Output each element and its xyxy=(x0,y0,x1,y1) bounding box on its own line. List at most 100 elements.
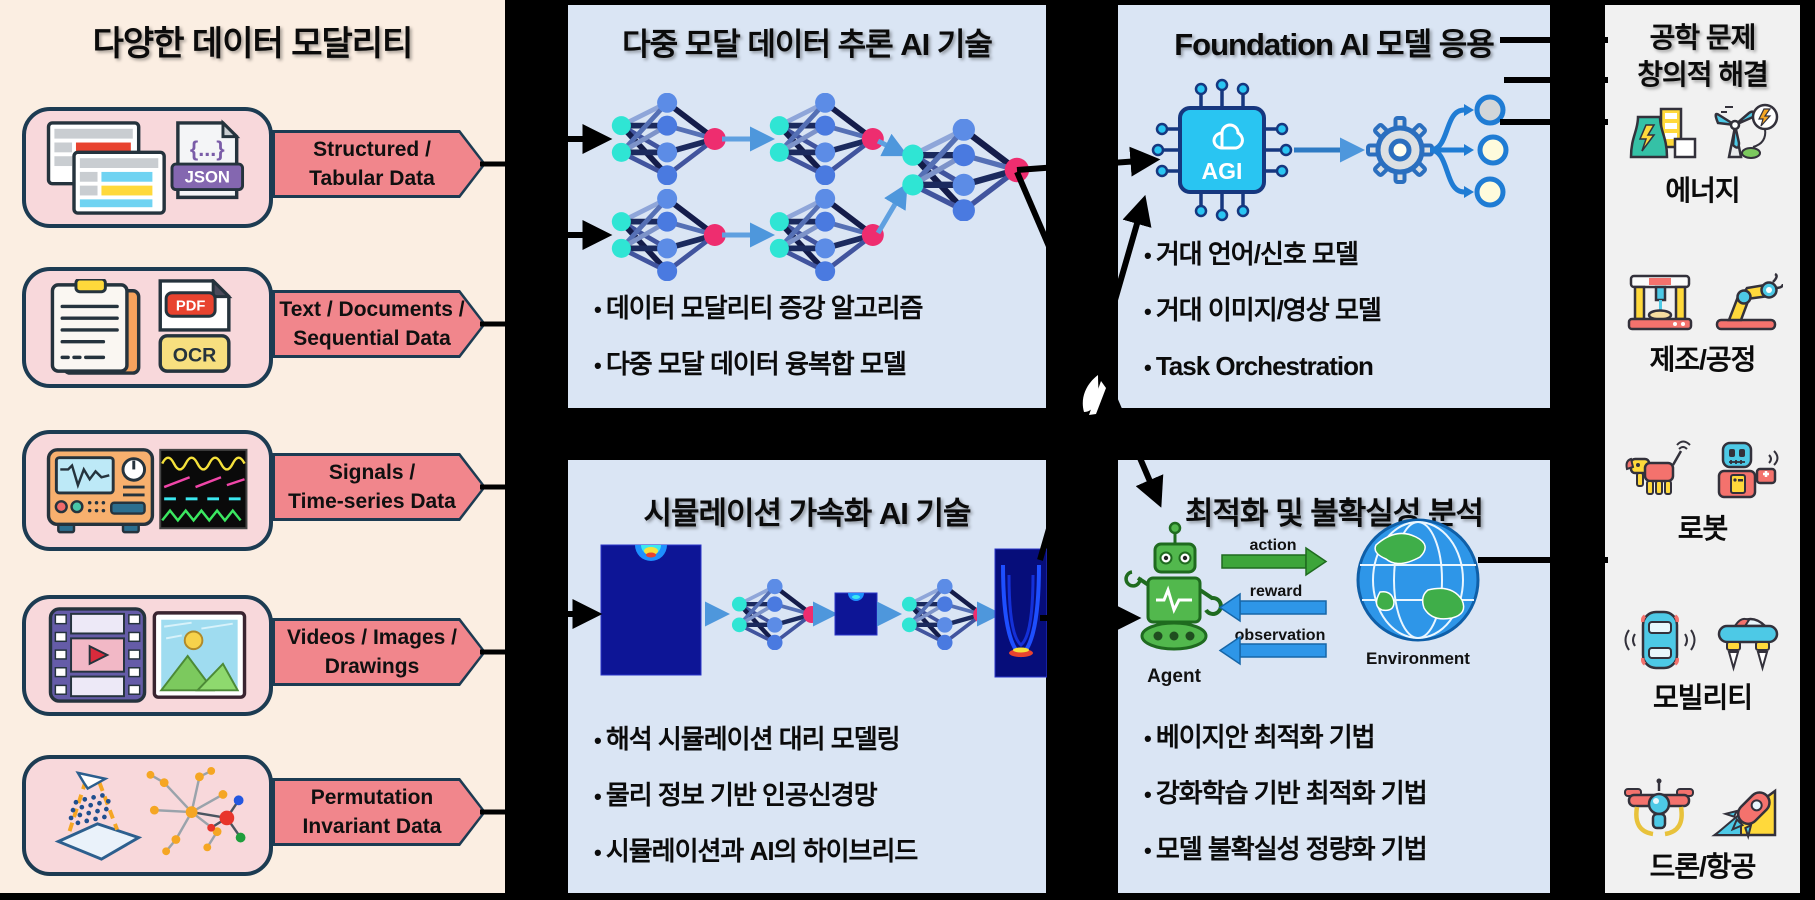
point-cloud-icon xyxy=(54,770,143,861)
action-arrow: action xyxy=(1221,537,1328,577)
category-manufacturing: 제조/공정 xyxy=(1605,270,1800,378)
category-label: 드론/항공 xyxy=(1649,851,1757,882)
car-sensor-icon xyxy=(1624,610,1695,670)
latent-field-image xyxy=(834,592,878,636)
wind-turbine-icon xyxy=(1714,103,1778,159)
rl-loop-diagram: Agent action reward observation xyxy=(1124,518,1480,687)
bullet-item: 다중 모달 데이터 융복합 모델 xyxy=(594,337,1038,393)
simulation-ai-panel: 시뮬레이션 가속화 AI 기술 xyxy=(568,460,1047,893)
drone-icons xyxy=(1623,778,1776,841)
category-label: 에너지 xyxy=(1665,175,1740,206)
svg-text:Environment: Environment xyxy=(1366,649,1470,668)
category-label: 제조/공정 xyxy=(1649,344,1757,375)
pdf-ocr-icon: PDF OCR xyxy=(158,278,233,373)
json-file-icon: {...} JSON xyxy=(170,118,245,199)
svg-text:action: action xyxy=(1249,537,1296,554)
permutation-iconbox xyxy=(22,755,273,876)
structured-data-icons: {...} JSON xyxy=(46,118,245,215)
simulation-flow-diagram xyxy=(600,544,1047,678)
foundation-diagram: AGI xyxy=(1151,78,1509,222)
permutation-icons xyxy=(54,766,246,861)
simulation-title: 시뮬레이션 가속화 AI 기술 xyxy=(643,496,971,531)
svg-text:{...}: {...} xyxy=(190,136,225,161)
bullet-item: 데이터 모달리티 증강 알고리즘 xyxy=(594,281,1038,337)
branch-icon xyxy=(1429,94,1509,208)
svg-text:JSON: JSON xyxy=(185,167,230,186)
drawing-icon xyxy=(152,610,247,699)
label-structured-tabular: Structured / Tabular Data xyxy=(272,130,486,198)
humanoid-robot-icon xyxy=(1717,441,1778,499)
data-modalities-title: 다양한 데이터 모달리티 xyxy=(92,25,414,63)
text-data-icons: PDF OCR xyxy=(50,278,233,375)
label-signals-timeseries: Signals / Time-series Data xyxy=(272,453,486,521)
power-plant-icon xyxy=(1629,107,1696,159)
engineering-applications-panel: 공학 문제 창의적 해결 xyxy=(1605,5,1800,893)
multimodal-title: 다중 모달 데이터 추론 AI 기술 xyxy=(622,27,993,62)
videos-iconbox xyxy=(22,595,273,716)
environment-globe-icon: Environment xyxy=(1356,518,1480,668)
optimization-panel: 최적화 및 불확실성 분석 Agent action xyxy=(1118,460,1550,893)
spreadsheet-icon xyxy=(46,120,166,215)
svg-text:reward: reward xyxy=(1250,583,1302,600)
simulation-field-image xyxy=(600,544,702,676)
multimodal-ai-panel: 다중 모달 데이터 추론 AI 기술 데이터 모달리티 증강 알고리즘 다중 모… xyxy=(568,5,1046,408)
agent-robot-icon: Agent xyxy=(1124,521,1223,687)
category-energy: 에너지 xyxy=(1605,101,1800,209)
cursor-glyph xyxy=(1082,375,1106,415)
signals-icons xyxy=(46,447,248,533)
bullet-item: Task Orchestration xyxy=(1144,339,1542,395)
bullet-item: 베이지안 최적화 기법 xyxy=(1144,710,1542,766)
text-data-iconbox: PDF OCR xyxy=(22,267,273,388)
robot-dog-icon xyxy=(1625,440,1691,495)
drone-icon xyxy=(1623,778,1694,837)
applications-title: 공학 문제 창의적 해결 xyxy=(1637,22,1769,90)
structured-data-iconbox: {...} JSON xyxy=(22,107,273,228)
bullet-item: 해석 시뮬레이션 대리 모델링 xyxy=(594,712,1038,768)
optimization-bullets: 베이지안 최적화 기법 강화학습 기반 최적화 기법 모델 불확실성 정량화 기… xyxy=(1144,710,1542,878)
label-permutation-invariant: Permutation Invariant Data xyxy=(272,778,486,846)
signals-iconbox xyxy=(22,430,273,551)
data-modalities-panel: 다양한 데이터 모달리티 xyxy=(0,0,505,893)
foundation-bullets: 거대 언어/신호 모델 거대 이미지/영상 모델 Task Orchestrat… xyxy=(1144,227,1542,395)
category-label: 로봇 xyxy=(1677,513,1729,544)
robot-arm-icon xyxy=(1715,272,1783,331)
videos-icons xyxy=(48,606,247,703)
robot-icons xyxy=(1625,440,1778,499)
multimodal-network-diagram xyxy=(580,77,1040,302)
bullet-item: 모델 불확실성 정량화 기법 xyxy=(1144,822,1542,878)
svg-text:AGI: AGI xyxy=(1202,158,1243,184)
modality-row-videos: Videos / Images / Drawings xyxy=(0,595,505,716)
bullet-item: 시뮬레이션과 AI의 하이브리드 xyxy=(594,824,1038,880)
category-robot: 로봇 xyxy=(1605,439,1800,547)
svg-text:Agent: Agent xyxy=(1147,666,1202,687)
modality-row-structured: {...} JSON Structured / Tabular Data xyxy=(0,107,505,228)
modality-row-signals: Signals / Time-series Data xyxy=(0,430,505,551)
foundation-title: Foundation AI 모델 응용 xyxy=(1174,27,1495,62)
bullet-item: 거대 이미지/영상 모델 xyxy=(1144,283,1542,339)
svg-text:observation: observation xyxy=(1235,627,1326,644)
printer-3d-icon xyxy=(1627,274,1692,331)
agi-chip-icon: AGI xyxy=(1151,78,1293,222)
modality-row-permutation: Permutation Invariant Data xyxy=(0,755,505,876)
bullet-item: 거대 언어/신호 모델 xyxy=(1144,227,1542,283)
foundation-ai-panel: Foundation AI 모델 응용 AGI xyxy=(1118,5,1550,408)
signal-screen-icon xyxy=(159,448,248,529)
modality-row-text: PDF OCR Text / Documents / Sequential Da… xyxy=(0,267,505,388)
application-categories: 에너지 xyxy=(1605,101,1800,891)
graph-network-icon xyxy=(146,766,246,855)
label-text-documents: Text / Documents / Sequential Data xyxy=(272,290,486,358)
simulation-result-image xyxy=(994,548,1047,678)
category-label: 모빌리티 xyxy=(1652,682,1753,713)
simulation-bullets: 해석 시뮬레이션 대리 모델링 물리 정보 기반 인공신경망 시뮬레이션과 AI… xyxy=(594,712,1038,880)
label-videos-images: Videos / Images / Drawings xyxy=(272,618,486,686)
svg-text:OCR: OCR xyxy=(173,344,217,366)
energy-icons xyxy=(1629,103,1778,159)
rocket-icon xyxy=(1710,788,1776,841)
bullet-item: 강화학습 기반 최적화 기법 xyxy=(1144,766,1542,822)
gear-icon xyxy=(1366,116,1434,184)
svg-text:PDF: PDF xyxy=(176,298,205,314)
reward-arrow: reward xyxy=(1218,583,1327,623)
film-strip-icon xyxy=(48,606,147,703)
observation-arrow: observation xyxy=(1218,627,1327,666)
